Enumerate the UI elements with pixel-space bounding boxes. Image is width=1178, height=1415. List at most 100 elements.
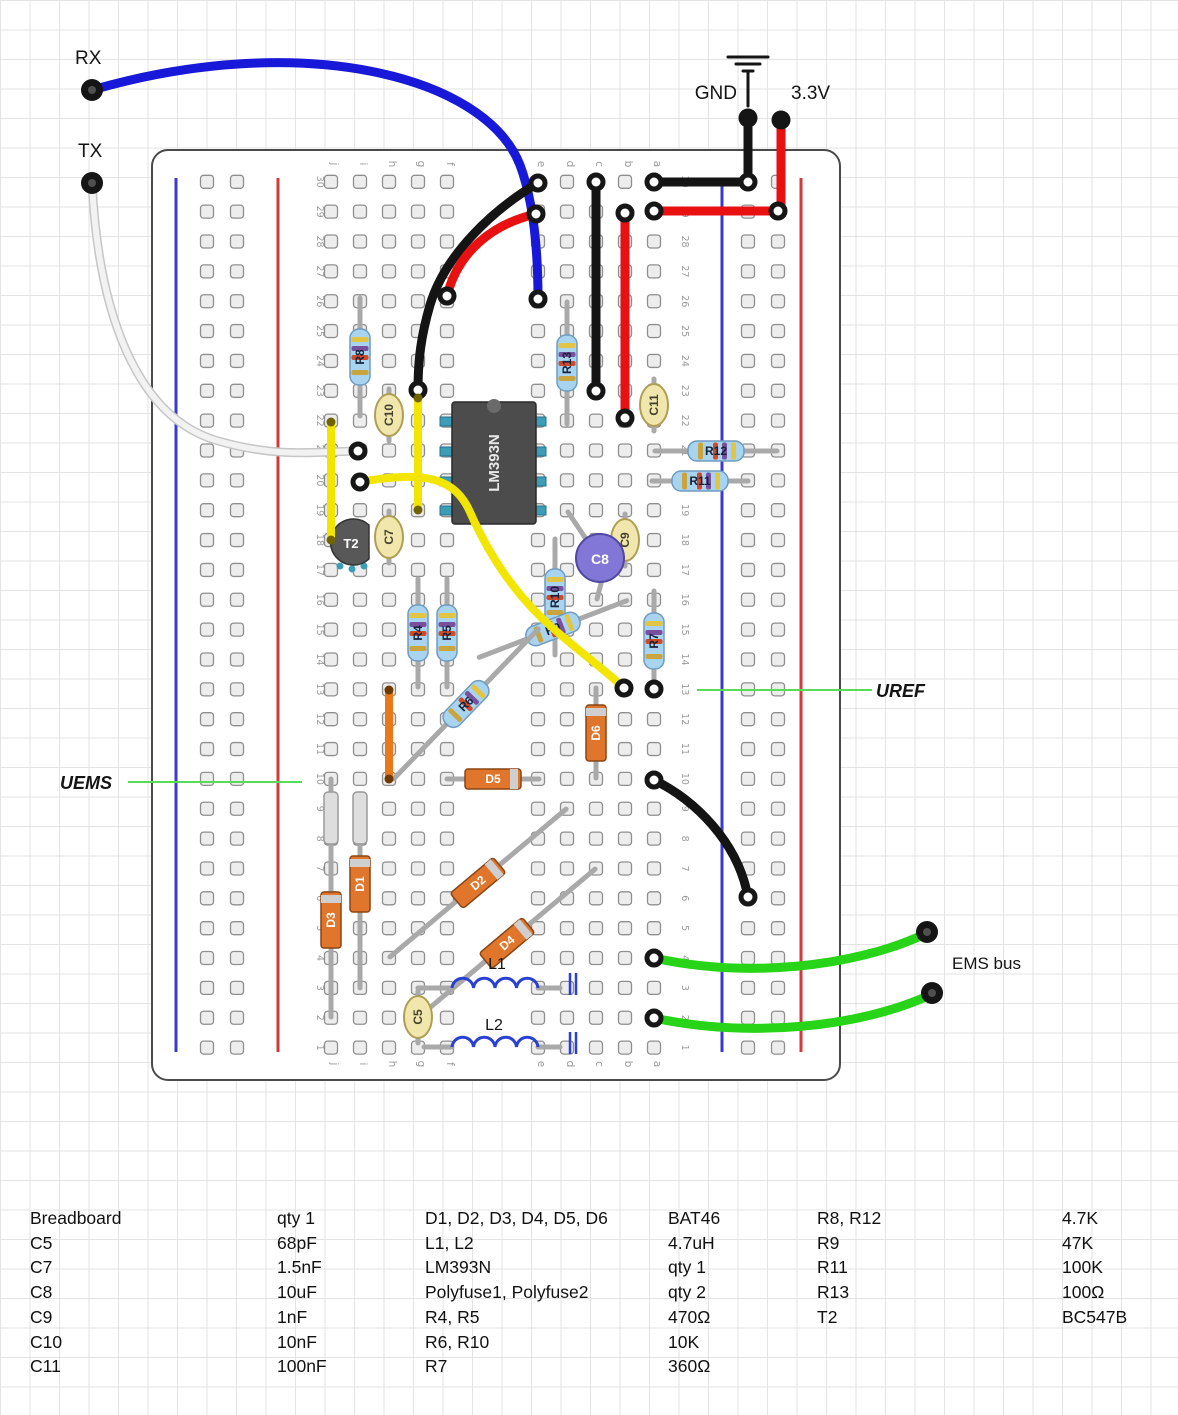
wire-end[interactable]: [348, 441, 368, 461]
breadboard-hole: [559, 771, 575, 787]
label-c7: C7: [382, 529, 396, 545]
breadboard-hole: [199, 413, 215, 428]
wire-end[interactable]: [644, 201, 664, 221]
row-number: 26: [679, 295, 690, 307]
breadboard-hole: [617, 473, 633, 488]
wire-red-curve[interactable]: [442, 209, 541, 301]
wire-end[interactable]: [614, 678, 634, 698]
row-number: 8: [314, 836, 325, 842]
wire-ems-1[interactable]: [649, 929, 930, 973]
inductor-l2[interactable]: L2: [421, 1017, 578, 1054]
breadboard-hole: [740, 323, 756, 339]
column-letter: h: [386, 1061, 398, 1068]
wire-ems-2[interactable]: [649, 990, 935, 1033]
wire-end[interactable]: [644, 679, 664, 699]
resistor-r7[interactable]: R7: [643, 588, 665, 694]
wire-end[interactable]: [615, 408, 635, 428]
breadboard-hole: [617, 622, 633, 637]
wire-end[interactable]: [437, 286, 457, 306]
breadboard-hole: [588, 473, 604, 488]
inductor-l1[interactable]: L1: [415, 956, 578, 995]
row-number: 28: [314, 235, 325, 247]
breadboard-hole: [323, 712, 339, 727]
capacitor-c5[interactable]: C5: [403, 988, 433, 1046]
resistor-r11[interactable]: R11: [649, 470, 751, 492]
resistor-r12[interactable]: R12: [652, 440, 780, 462]
ems-bus-label: EMS bus: [952, 954, 1021, 973]
wire-end[interactable]: [526, 204, 546, 224]
v33-pad[interactable]: [771, 110, 791, 130]
wire-end[interactable]: [615, 203, 635, 223]
capacitor-c10[interactable]: C10: [374, 386, 404, 444]
wire-end[interactable]: [644, 948, 664, 968]
wire-tx[interactable]: [87, 177, 363, 458]
breadboard-hole: [770, 562, 786, 578]
wire-end[interactable]: [768, 201, 788, 221]
breadboard-hole: [229, 801, 245, 816]
gnd-pad[interactable]: [738, 108, 758, 128]
label-d5: D5: [485, 772, 501, 786]
wire-end[interactable]: [644, 1008, 664, 1028]
resistor-r5[interactable]: R5: [436, 576, 458, 690]
label-c11: C11: [647, 394, 661, 416]
resistor-r8[interactable]: R8: [349, 295, 371, 419]
breadboard-hole: [229, 234, 245, 249]
wire-end[interactable]: [528, 173, 548, 193]
row-number: 5: [314, 925, 325, 931]
resistor-r4[interactable]: R4: [407, 576, 429, 690]
breadboard-hole: [199, 473, 215, 488]
breadboard-hole: [229, 831, 245, 846]
wire-end[interactable]: [738, 887, 758, 907]
breadboard-hole: [617, 891, 633, 906]
wire-end[interactable]: [586, 381, 606, 401]
row-number: 10: [314, 773, 325, 785]
wire-rx[interactable]: [87, 58, 543, 304]
breadboard-hole: [588, 622, 604, 637]
polyfuse-1[interactable]: [323, 791, 339, 845]
capacitor-c11[interactable]: C11: [639, 376, 669, 434]
row-number: 7: [679, 865, 690, 871]
resistor-r13[interactable]: R13: [556, 299, 578, 427]
resistor-r6[interactable]: R6: [387, 622, 546, 786]
wire-end[interactable]: [738, 172, 758, 192]
diode-d2[interactable]: D2: [383, 801, 572, 964]
wire-end[interactable]: [644, 770, 664, 790]
wire-yellow-curve[interactable]: [356, 472, 628, 692]
wire-end[interactable]: [644, 172, 664, 192]
ic-lm393n[interactable]: LM393N: [439, 399, 547, 525]
capacitor-c8[interactable]: C8: [565, 509, 625, 602]
diode-d5[interactable]: D5: [444, 768, 542, 790]
breadboard-hole: [617, 861, 633, 876]
wire-end[interactable]: [586, 172, 606, 192]
polyfuse-2[interactable]: [352, 791, 368, 845]
breadboard-hole: [530, 950, 546, 966]
wire-end[interactable]: [350, 472, 370, 492]
row-number: 2: [314, 1015, 325, 1021]
wire-black-curve[interactable]: [413, 178, 543, 395]
breadboard-hole: [617, 771, 633, 787]
wire-end[interactable]: [528, 289, 548, 309]
capacitor-c7[interactable]: C7: [374, 508, 404, 566]
breadboard-hole: [530, 353, 546, 369]
breadboard-hole: [229, 204, 245, 219]
breadboard-hole: [770, 652, 786, 667]
breadboard-hole: [381, 861, 397, 876]
wire-black-bottom-jumper[interactable]: [649, 775, 753, 902]
breadboard-hole: [323, 652, 339, 667]
breadboard: [151, 149, 841, 1081]
breadboard-hole: [410, 891, 426, 906]
diode-d6[interactable]: D6: [585, 685, 607, 781]
row-number: 24: [314, 355, 325, 367]
breadboard-hole: [352, 1010, 368, 1025]
breadboard-hole: [646, 532, 662, 548]
part-value: 1nF: [277, 1306, 308, 1327]
breadboard-hole: [323, 264, 339, 279]
breadboard-hole: [199, 980, 215, 996]
diode-d4[interactable]: D4: [412, 861, 601, 1024]
part-value: 4.7K: [1062, 1208, 1098, 1228]
